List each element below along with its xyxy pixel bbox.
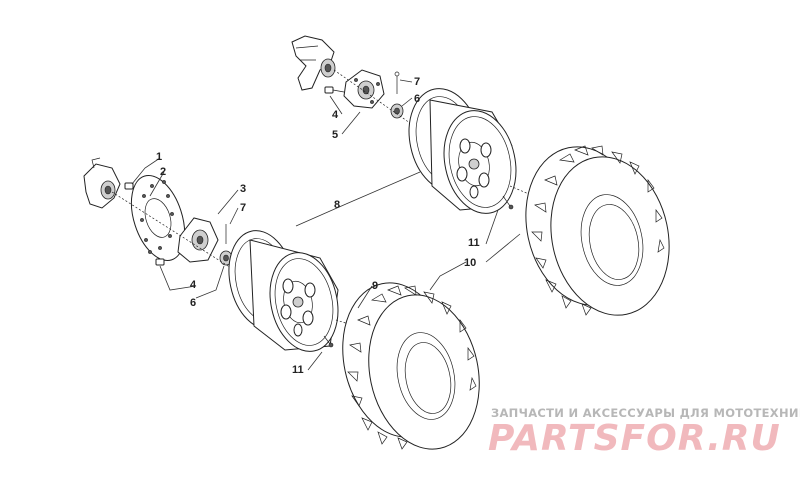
rear-valve-stem bbox=[502, 195, 514, 210]
callout-11-rear: 11 bbox=[468, 237, 480, 249]
callout-1: 1 bbox=[156, 151, 162, 163]
rear-hub-bolt bbox=[324, 86, 345, 94]
rear-axis-line bbox=[333, 69, 421, 131]
rear-hub-nut bbox=[390, 103, 404, 119]
callout-9: 9 bbox=[372, 280, 378, 292]
brake-disc bbox=[130, 175, 186, 261]
callout-4-rear: 4 bbox=[332, 109, 339, 121]
front-valve-stem bbox=[323, 335, 334, 348]
front-knuckle bbox=[83, 157, 121, 209]
watermark: ЗАПЧАСТИ И АКСЕССУАРЫ ДЛЯ МОТОТЕХНИКИ PA… bbox=[488, 406, 800, 459]
front-hub-nut bbox=[219, 250, 233, 266]
rear-hub bbox=[343, 69, 385, 109]
front-hub-bolt bbox=[155, 258, 165, 266]
callout-8: 8 bbox=[334, 199, 340, 211]
disc-bolt bbox=[124, 182, 134, 190]
leader-lines bbox=[131, 79, 521, 371]
callout-7-rear: 7 bbox=[414, 76, 420, 88]
callout-11-front: 11 bbox=[292, 364, 304, 376]
callout-numbers: 1 2 3 7 4 6 7 6 4 5 8 9 11 10 11 bbox=[156, 76, 480, 376]
rear-cotter-pin bbox=[394, 71, 400, 94]
front-hub bbox=[177, 217, 219, 263]
front-axis-line bbox=[111, 191, 251, 281]
front-wheel-rim bbox=[228, 230, 339, 352]
callout-5: 5 bbox=[332, 129, 338, 141]
callout-2: 2 bbox=[160, 166, 166, 178]
rear-knuckle bbox=[291, 35, 336, 91]
callout-4-front: 4 bbox=[190, 279, 197, 291]
watermark-logo: PARTSFOR.RU bbox=[488, 418, 781, 459]
rear-wheel-rim bbox=[408, 88, 517, 214]
rear-tire bbox=[525, 145, 670, 316]
watermark-subtitle: ЗАПЧАСТИ И АКСЕССУАРЫ ДЛЯ МОТОТЕХНИКИ bbox=[491, 406, 800, 420]
callout-3: 3 bbox=[240, 183, 246, 195]
callout-6-front: 6 bbox=[190, 297, 196, 309]
front-tire bbox=[342, 282, 480, 450]
callout-6-rear: 6 bbox=[414, 93, 420, 105]
callout-10: 10 bbox=[464, 257, 476, 269]
callout-7-front: 7 bbox=[240, 202, 246, 214]
